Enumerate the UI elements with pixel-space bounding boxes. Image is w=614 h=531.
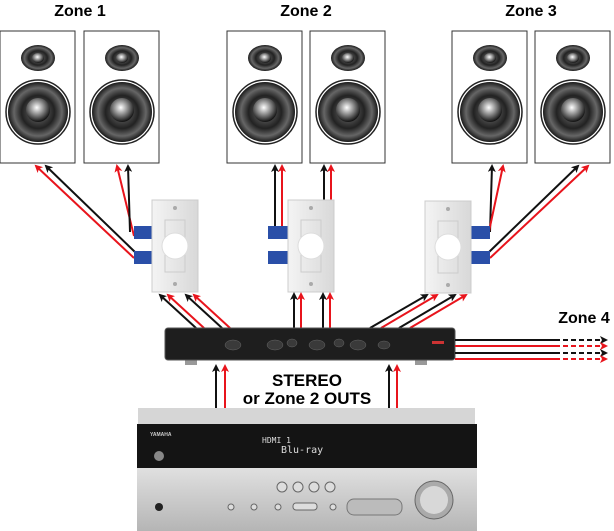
zone-2-outs-label: or Zone 2 OUTS: [243, 389, 371, 408]
zone-3-right-speaker: [534, 30, 611, 164]
zone-2-volume-control: [268, 199, 335, 293]
zone-1-volume-control: [134, 199, 199, 293]
av-receiver: YAMAHA HDMI 1 Blu-ray: [137, 408, 477, 531]
stereo-label: STEREO: [272, 371, 342, 390]
zone-3-label: Zone 3: [505, 3, 557, 20]
zone-4-label: Zone 4: [558, 310, 610, 327]
display-text: Blu-ray: [281, 445, 323, 456]
speaker-wires: [34, 164, 590, 259]
receiver-brand: YAMAHA: [150, 432, 172, 438]
zone-2-right-speaker: [309, 30, 386, 164]
zone-3-volume-control: [424, 200, 490, 294]
speaker-selector: [164, 327, 456, 365]
zone-2-left-speaker: [226, 30, 303, 164]
selector-output-wires: [158, 292, 468, 329]
zone-3-left-speaker: [451, 30, 528, 164]
zone-1-label: Zone 1: [54, 3, 106, 20]
receiver-output-wires: [212, 364, 401, 408]
zone-2-label: Zone 2: [280, 3, 332, 20]
zone-1-right-speaker: [83, 30, 160, 164]
zone-4-wires: [455, 336, 608, 363]
display-input: HDMI 1: [262, 436, 291, 445]
zone-1-left-speaker: [0, 30, 76, 164]
